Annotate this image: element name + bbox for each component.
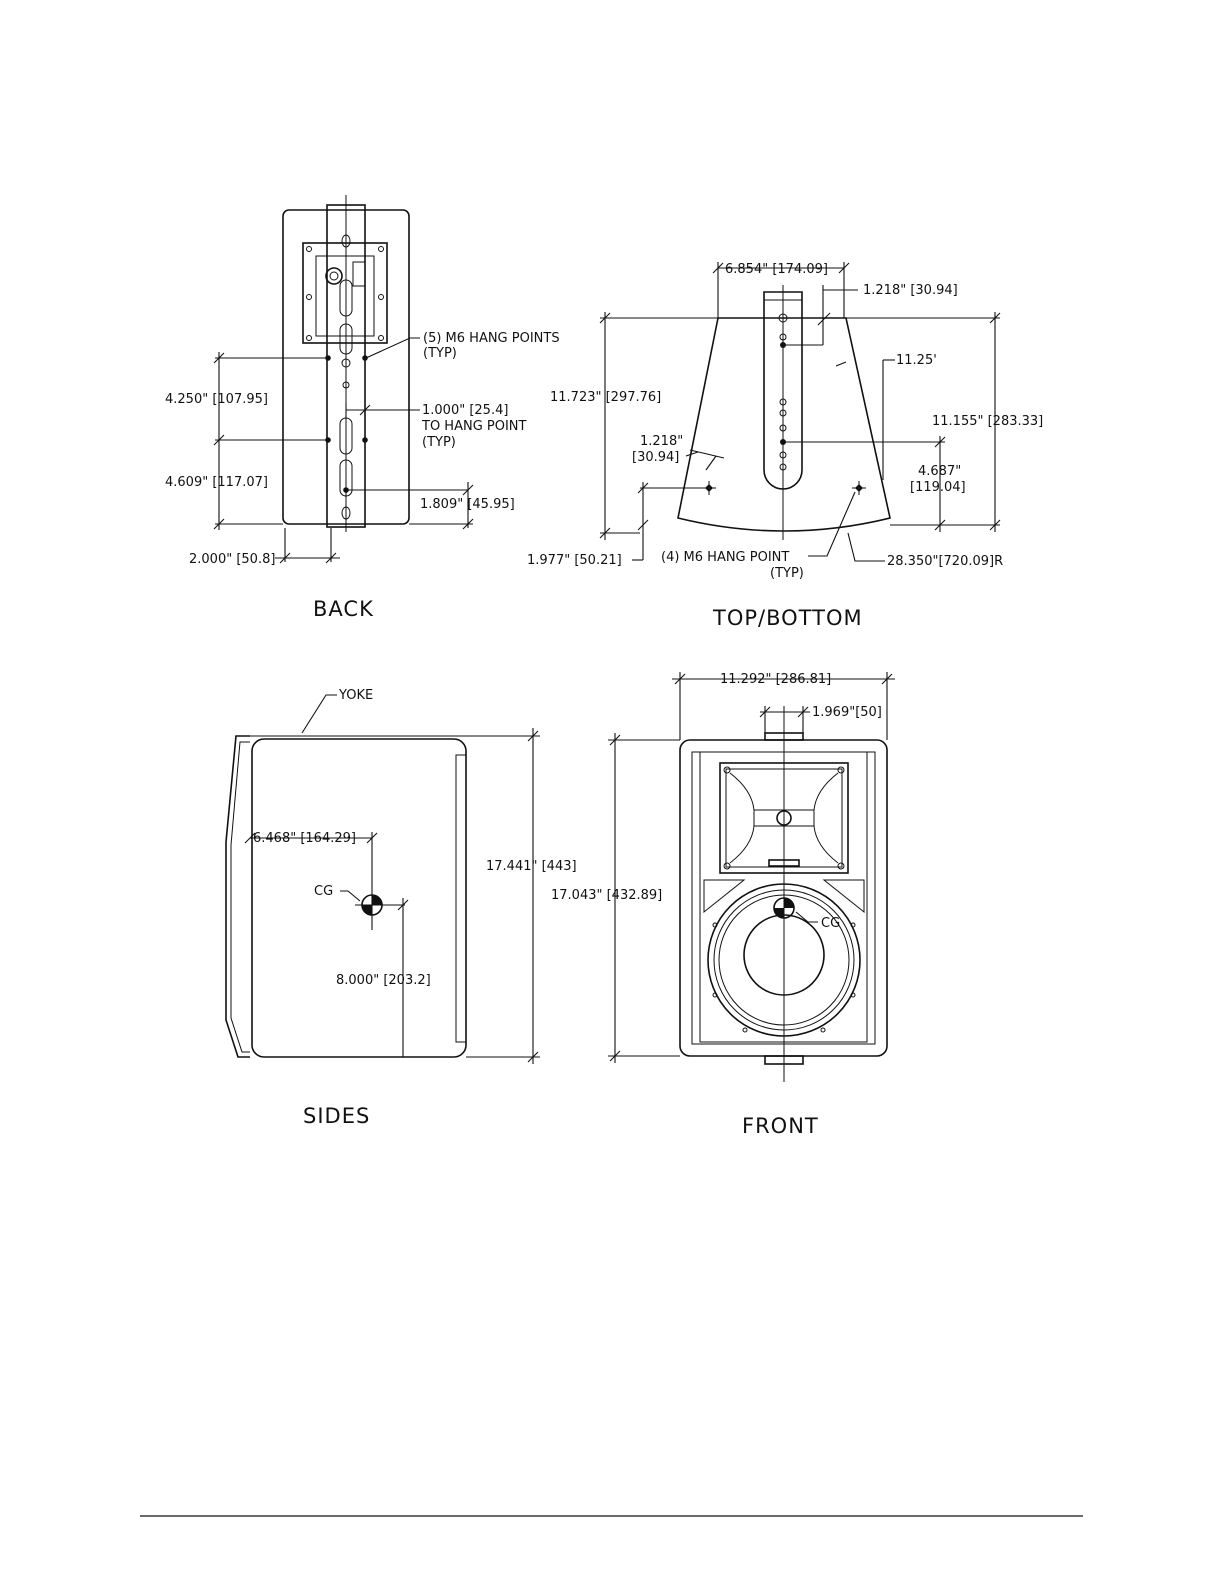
front-dim-1969: 1.969"[50] xyxy=(812,705,882,720)
top-yoke-arm xyxy=(763,291,803,490)
sides-view: YOKE 6.468" [164.29] CG 8.000" [203.2] 1… xyxy=(225,688,577,1128)
sides-view-title: SIDES xyxy=(303,1104,370,1128)
top-dim-1218-top: 1.218" [30.94] xyxy=(863,283,958,298)
back-input-panel-inner xyxy=(315,255,375,337)
top-dim-1977: 1.977" [50.21] xyxy=(527,553,622,568)
back-dim-4250: 4.250" [107.95] xyxy=(165,392,268,407)
back-view: 4.250" [107.95] 4.609" [117.07] (5) M6 H… xyxy=(165,195,560,621)
top-dim-1218-left-b: [30.94] xyxy=(632,450,679,465)
back-dim-1809: 1.809" [45.95] xyxy=(420,497,515,512)
top-dim-4687-b: [119.04] xyxy=(910,480,966,495)
sides-dim-6468: 6.468" [164.29] xyxy=(253,831,356,846)
back-to-hang-point-typ: (TYP) xyxy=(422,435,456,450)
top-dim-11155: 11.155" [283.33] xyxy=(932,414,1043,429)
back-hang-point xyxy=(362,355,368,361)
sides-cg-label: CG xyxy=(314,884,333,899)
front-view-title: FRONT xyxy=(742,1114,819,1138)
top-cabinet-outline xyxy=(677,317,891,532)
front-cg-label: CG xyxy=(821,916,840,931)
top-bottom-view-title: TOP/BOTTOM xyxy=(712,606,863,630)
top-hang-point-typ: (TYP) xyxy=(770,566,804,581)
back-to-hang-point: TO HANG POINT xyxy=(421,419,527,434)
back-connector xyxy=(325,267,343,285)
back-hang-points-label: (5) M6 HANG POINTS xyxy=(423,331,560,346)
sides-cabinet-outline xyxy=(251,738,467,1058)
sides-dim-8000: 8.000" [203.2] xyxy=(336,973,431,988)
top-angle: 11.25' xyxy=(896,353,937,368)
top-radius: 28.350"[720.09]R xyxy=(887,554,1003,569)
back-view-title: BACK xyxy=(313,597,374,621)
back-hang-point xyxy=(362,437,368,443)
back-dim-1000: 1.000" [25.4] xyxy=(422,403,508,418)
front-dim-17043: 17.043" [432.89] xyxy=(551,888,662,903)
top-dim-11723: 11.723" [297.76] xyxy=(550,390,661,405)
back-input-panel xyxy=(302,242,388,344)
top-dim-1218-left-a: 1.218" xyxy=(640,434,683,449)
sides-dim-17441: 17.441" [443] xyxy=(486,859,577,874)
top-dim-6854: 6.854" [174.09] xyxy=(725,262,828,277)
front-dim-11292: 11.292" [286.81] xyxy=(720,672,831,687)
top-hang-point-label: (4) M6 HANG POINT xyxy=(661,550,789,565)
top-dim-4687-a: 4.687" xyxy=(918,464,961,479)
top-bottom-view: 6.854" [174.09] 1.218" [30.94] 11.25' 11… xyxy=(527,262,1043,630)
back-hang-points-typ: (TYP) xyxy=(423,346,457,361)
front-view: CG 11.292" [286.81] 1.969"[50] 17.043" [… xyxy=(551,672,895,1138)
back-dim-4609: 4.609" [117.07] xyxy=(165,475,268,490)
sides-yoke xyxy=(225,735,250,1058)
sides-yoke-label: YOKE xyxy=(338,688,373,703)
back-dim-2000: 2.000" [50.8] xyxy=(189,552,275,567)
